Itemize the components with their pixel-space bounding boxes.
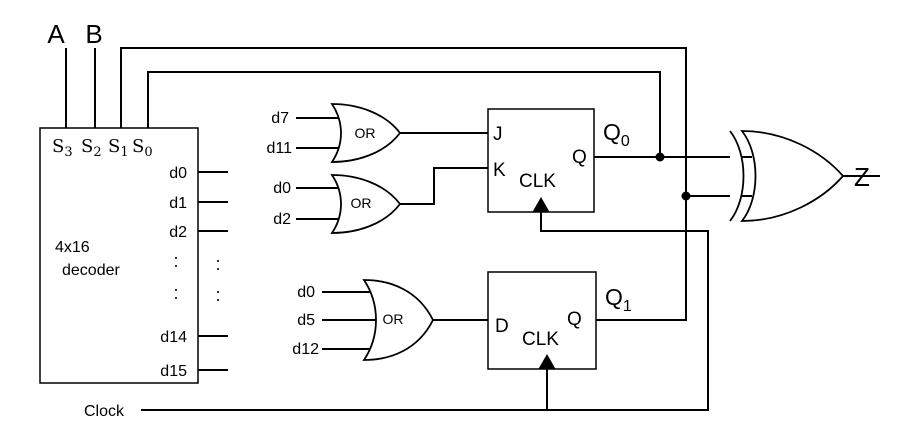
output-z-label: Z xyxy=(854,162,870,192)
decoder-ellipsis-4: : xyxy=(215,285,220,305)
dff-q-pin: Q xyxy=(567,309,582,330)
xor-gate xyxy=(729,130,880,222)
decoder-name-line2: decoder xyxy=(62,262,120,279)
jk-flipflop: J K Q CLK xyxy=(487,108,595,213)
or2-label: OR xyxy=(351,195,372,211)
decoder-ellipsis-1: : xyxy=(173,251,178,271)
decoder-output-d14: d14 xyxy=(160,329,187,346)
decoder-output-d2: d2 xyxy=(169,224,187,241)
decoder-name-line1: 4x16 xyxy=(55,239,90,256)
jk-k-pin: K xyxy=(493,160,506,181)
dff-clk-pin: CLK xyxy=(522,329,559,350)
input-b-label: B xyxy=(85,19,102,49)
q0-junction-dot xyxy=(655,152,665,162)
or-gate-1: d7 d11 OR xyxy=(266,103,488,163)
decoder-output-d15: d15 xyxy=(160,363,187,380)
q0-output-label: Q0 xyxy=(603,119,630,150)
or3-input-d0: d0 xyxy=(297,284,315,301)
input-a-label: A xyxy=(47,19,65,49)
jk-q-pin: Q xyxy=(572,147,587,168)
d-flipflop: D Q CLK xyxy=(487,271,597,370)
select-pin-s1: S1 xyxy=(108,136,129,160)
dff-d-pin: D xyxy=(495,316,509,337)
decoder-output-d1: d1 xyxy=(169,195,187,212)
select-pin-s0: S0 xyxy=(132,136,153,160)
or3-input-d12: d12 xyxy=(292,341,319,358)
or1-input-d11: d11 xyxy=(266,140,292,157)
or1-label: OR xyxy=(355,125,376,141)
select-pin-s3: S3 xyxy=(52,136,73,160)
or2-input-d2: d2 xyxy=(273,211,291,228)
jk-j-pin: J xyxy=(493,124,503,145)
decoder-ellipsis-3: : xyxy=(215,254,220,274)
decoder-ellipsis-2: : xyxy=(173,283,178,303)
select-pin-s2: S2 xyxy=(81,136,102,160)
jk-clk-pin: CLK xyxy=(519,171,556,192)
decoder-4x16: S3 S2 S1 S0 4x16 decoder d0 d1 d2 : : : … xyxy=(39,47,687,384)
q1-junction-dot xyxy=(681,191,691,201)
or-gate-3: d0 d5 d12 OR xyxy=(292,279,488,361)
or-gate-2: d0 d2 OR xyxy=(273,167,488,234)
clock-label: Clock xyxy=(84,403,125,420)
decoder-output-d0: d0 xyxy=(169,165,187,182)
or1-input-d7: d7 xyxy=(271,110,289,127)
q1-output-label: Q1 xyxy=(605,284,632,315)
or3-input-d5: d5 xyxy=(297,312,315,329)
or3-label: OR xyxy=(383,311,404,327)
or2-input-d0: d0 xyxy=(273,180,291,197)
